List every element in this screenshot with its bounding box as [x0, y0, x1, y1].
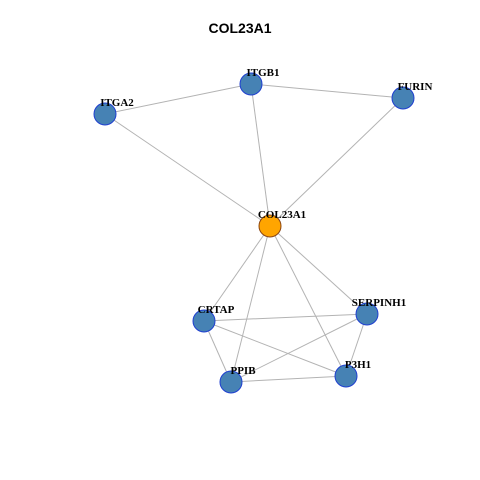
edge-itga2-itgb1	[104, 83, 252, 115]
node-label-itga2: ITGA2	[100, 97, 134, 109]
edge-col23a1-ppib	[230, 225, 271, 383]
node-label-col23a1: COL23A1	[258, 209, 306, 221]
edge-col23a1-crtap	[203, 225, 271, 322]
edge-itga2-col23a1	[104, 113, 271, 227]
node-serpinh1	[355, 302, 379, 326]
edge-furin-col23a1	[269, 97, 404, 227]
node-label-crtap: CRTAP	[198, 304, 235, 316]
node-layer	[93, 72, 415, 394]
node-label-itgb1: ITGB1	[246, 67, 279, 79]
node-col23a1	[258, 214, 282, 238]
node-furin	[391, 86, 415, 110]
edge-itgb1-col23a1	[250, 83, 271, 227]
edge-serpinh1-ppib	[230, 313, 368, 383]
node-label-p3h1: P3H1	[345, 359, 371, 371]
edge-layer	[104, 83, 404, 383]
edge-crtap-p3h1	[203, 320, 347, 377]
node-p3h1	[334, 364, 358, 388]
node-crtap	[192, 309, 216, 333]
node-itgb1	[239, 72, 263, 96]
edge-ppib-p3h1	[230, 375, 347, 383]
node-label-furin: FURIN	[398, 81, 433, 93]
node-label-ppib: PPIB	[230, 365, 256, 377]
figure-title: COL23A1	[208, 20, 272, 36]
node-ppib	[219, 370, 243, 394]
edge-col23a1-serpinh1	[269, 225, 368, 315]
edge-crtap-serpinh1	[203, 313, 368, 322]
edge-col23a1-p3h1	[269, 225, 347, 377]
node-itga2	[93, 102, 117, 126]
edge-itgb1-furin	[250, 83, 404, 99]
node-label-serpinh1: SERPINH1	[352, 297, 406, 309]
